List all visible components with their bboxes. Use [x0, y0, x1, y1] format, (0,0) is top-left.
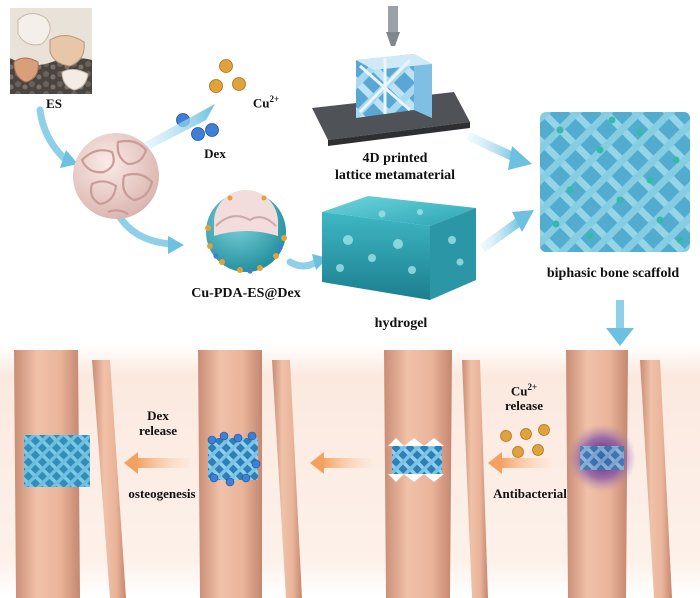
arrow-hydrogel-to-scaffold: [480, 218, 521, 252]
arrow-stage3-to-2: [322, 458, 372, 468]
label-dex-release-line2: release: [138, 423, 178, 438]
bone-stage-1: [14, 350, 126, 598]
arrow-stage4-to-3: [500, 458, 552, 468]
arrow-scaffold-to-bone: [616, 300, 624, 330]
label-dex-release-line1: Dex: [147, 408, 169, 423]
cu-particles: [209, 59, 246, 93]
arrow-stage2-to-1-head: [124, 452, 138, 474]
label-dex: Dex: [204, 146, 226, 161]
arrow-coated-to-hydrogel: [286, 258, 320, 270]
label-cu-release-charge: 2+: [527, 382, 538, 392]
arrow-es-to-sphere: [36, 106, 70, 164]
label-cu-release: Cu2+ release: [494, 380, 554, 413]
printer-nozzle: [386, 6, 400, 46]
label-hydrogel: hydrogel: [374, 316, 428, 331]
label-cu-pda-es-dex: Cu-PDA-ES@Dex: [191, 286, 301, 301]
arrow-ions-to-sphere: [134, 104, 215, 154]
label-cu-release-symbol: Cu: [510, 383, 528, 399]
arrow-hydrogel-to-scaffold-head: [512, 210, 534, 232]
porous-es-sphere: [73, 133, 159, 219]
label-cu: Cu2+: [246, 92, 286, 110]
label-biphasic-scaffold: biphasic bone scaffold: [546, 266, 680, 281]
label-cu-symbol: Cu: [252, 95, 270, 111]
label-osteogenesis: osteogenesis: [128, 486, 196, 501]
arrow-stage4-to-3-head: [488, 452, 502, 474]
printed-lattice-cube: [356, 54, 432, 118]
label-es: ES: [46, 96, 62, 111]
cu-pda-es-dex-particle: [205, 190, 287, 274]
hydrogel-block: [322, 196, 476, 300]
cu-release-particles: [500, 424, 550, 458]
arrow-scaffold-to-bone-head: [606, 328, 634, 346]
bone-stage-3: [384, 350, 488, 598]
bone-stage-2: [198, 350, 302, 598]
biphasic-scaffold: [540, 112, 690, 252]
label-cu-charge: 2+: [269, 94, 280, 104]
arrow-stage2-to-1: [136, 458, 190, 468]
bone-stage-4-infected: [566, 350, 672, 598]
label-4d-printed: 4D printed lattice metamaterial: [320, 150, 470, 184]
label-antibacterial: Antibacterial: [493, 486, 567, 501]
label-4d-printed-line2: lattice metamaterial: [334, 168, 456, 183]
arrow-stage3-to-2-head: [310, 452, 324, 474]
dex-particles: [176, 113, 219, 141]
label-cu-release-ion: Cu2+: [494, 380, 554, 398]
arrow-printed-to-scaffold: [466, 132, 518, 162]
label-dex-release: Dex release: [128, 408, 188, 438]
arrow-es-to-sphere-head: [60, 150, 78, 168]
print-bed-edge: [328, 122, 470, 146]
label-cu-release-word: release: [504, 398, 544, 414]
arrow-printed-to-scaffold-head: [508, 146, 532, 170]
arrow-sphere-to-coated-head: [168, 236, 184, 254]
label-4d-printed-line1: 4D printed: [362, 151, 428, 166]
eggshell-photo: [10, 8, 92, 94]
